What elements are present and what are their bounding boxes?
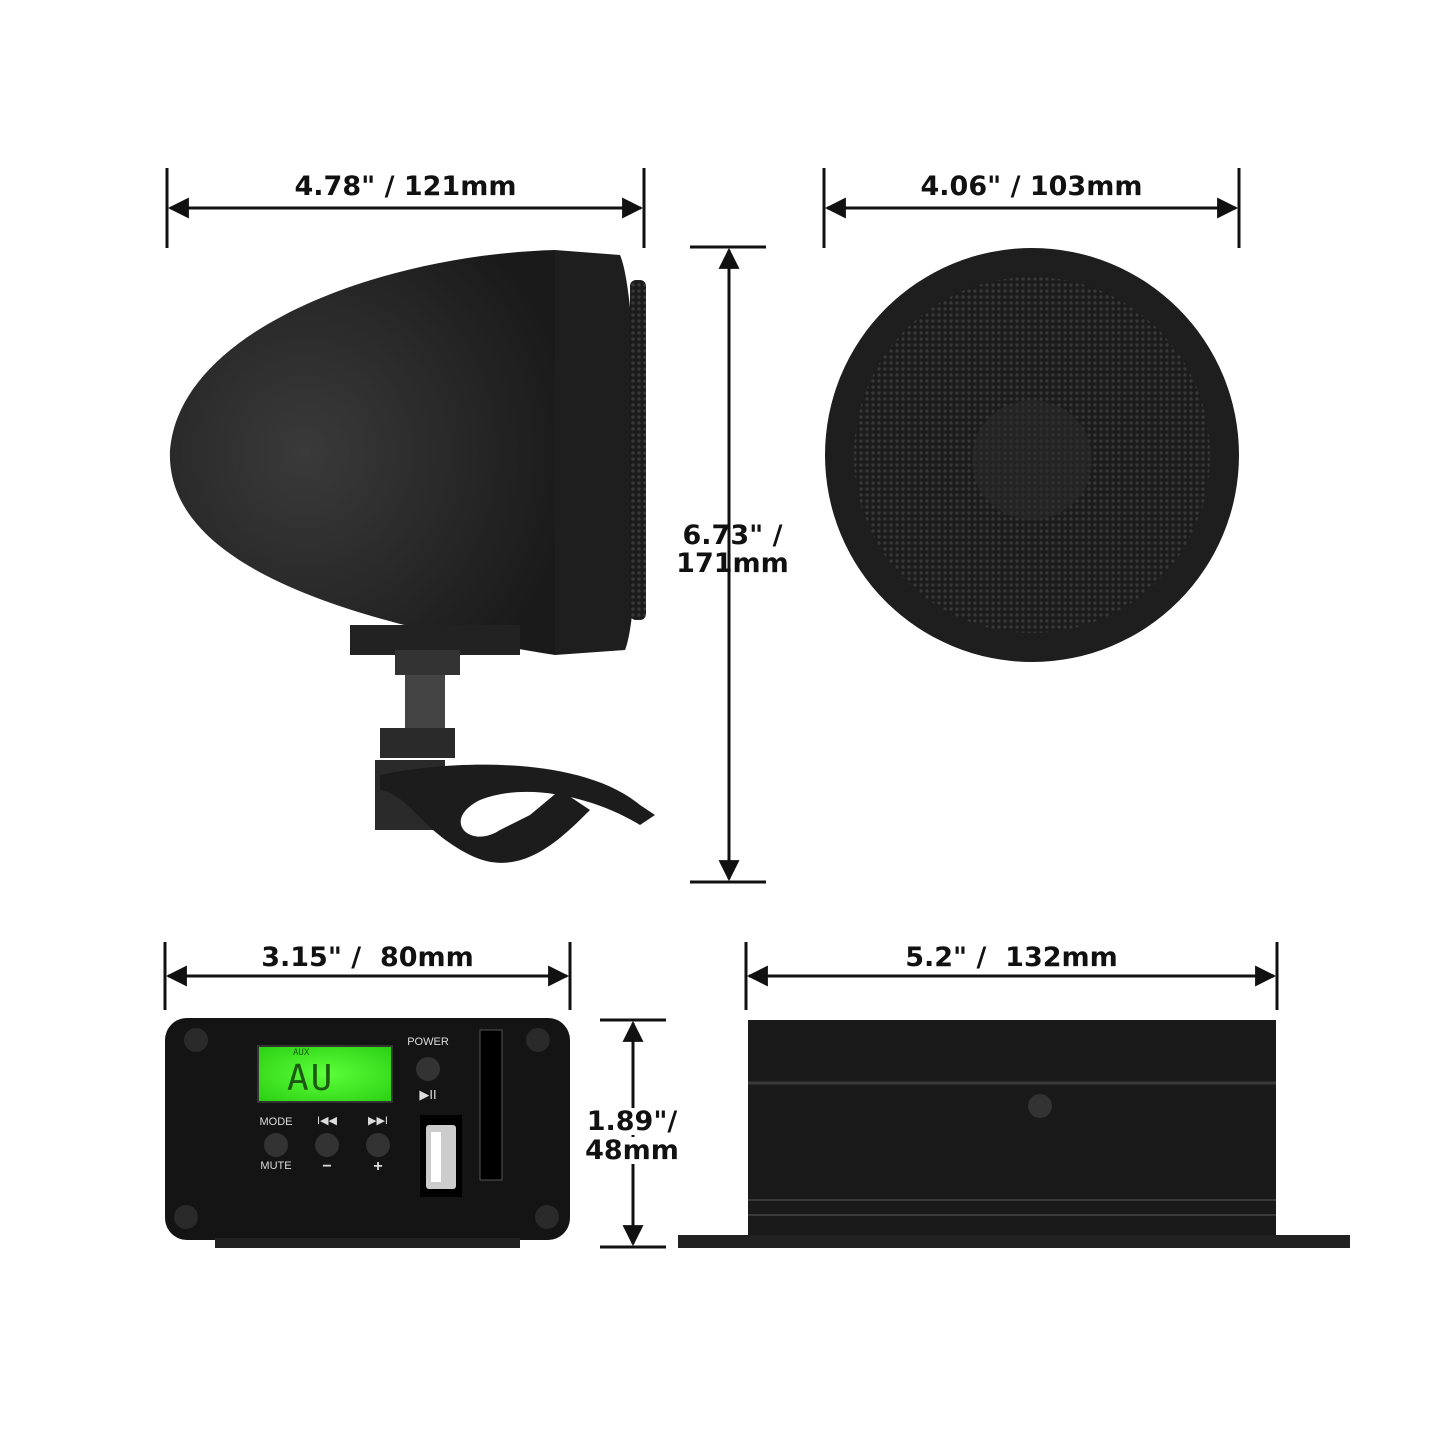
amplifier-side-view	[678, 1020, 1350, 1248]
mute-label: MUTE	[260, 1160, 292, 1172]
volume-down-icon: −	[322, 1158, 332, 1175]
mode-label: MODE	[259, 1116, 293, 1128]
speaker-height-label-line2: 171mm	[676, 548, 789, 579]
next-track-icon: ▶▶I	[368, 1115, 388, 1127]
control-width-label: 3.15" / 80mm	[261, 942, 474, 973]
lcd-indicator: AUX	[293, 1048, 310, 1058]
play-pause-icon: ▶II	[419, 1087, 437, 1102]
lcd-display: AUX AU	[257, 1045, 393, 1103]
speaker-side-width-label: 4.78" / 121mm	[294, 171, 517, 202]
control-height-label-line2: 48mm	[572, 1137, 692, 1164]
previous-track-icon: I◀◀	[317, 1115, 337, 1127]
control-height-label-line1: 1.89"/	[572, 1108, 692, 1135]
volume-up-icon: +	[373, 1158, 383, 1175]
speaker-height-label-line1: 6.73" /	[682, 520, 783, 551]
speaker-side-view	[169, 250, 655, 863]
amp-width-label: 5.2" / 132mm	[905, 942, 1118, 973]
speaker-front-view	[825, 248, 1239, 662]
lcd-text: AU	[287, 1058, 335, 1099]
speaker-front-width-label: 4.06" / 103mm	[920, 171, 1143, 202]
power-label: POWER	[407, 1036, 449, 1048]
